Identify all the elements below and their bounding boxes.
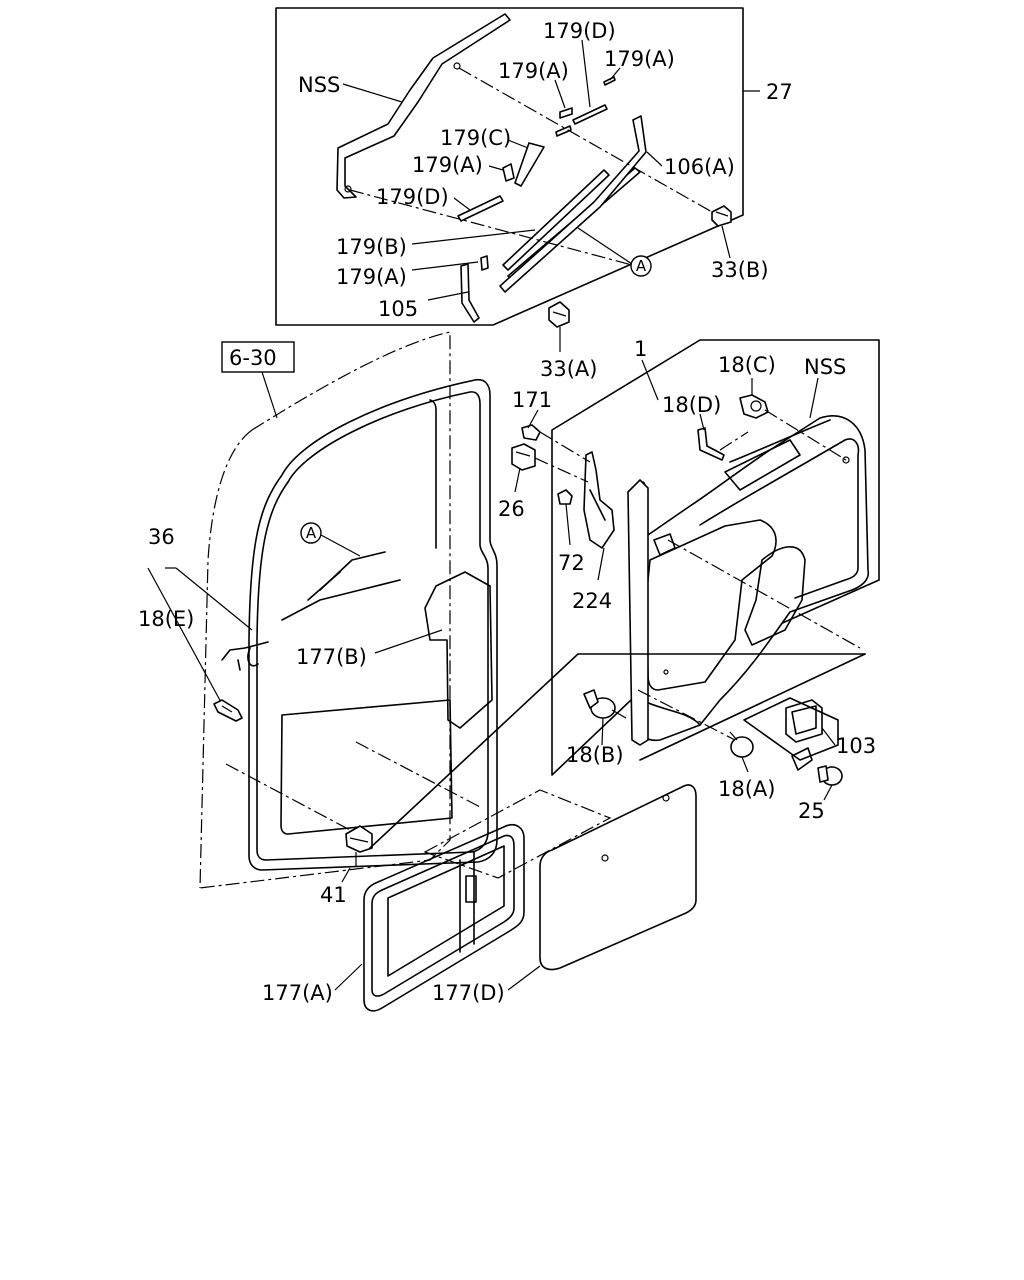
label-41: 41: [320, 883, 347, 907]
clip-171: [521, 424, 541, 441]
label-224: 224: [572, 589, 612, 613]
door-weatherstrip-frame: [248, 378, 498, 871]
label-36: 36: [148, 525, 175, 549]
label-177b: 177(B): [296, 645, 367, 669]
clip-26: [511, 443, 536, 471]
label-18a: 18(A): [718, 777, 775, 801]
clip-33a: [548, 301, 570, 328]
label-179d-mid: 179(D): [376, 185, 449, 209]
label-72: 72: [558, 551, 585, 575]
clip-33b: [711, 205, 732, 227]
door-trim-panel: [631, 415, 870, 742]
channel-106a: [499, 115, 647, 293]
ref-a-top-text: A: [636, 257, 647, 275]
label-171: 171: [512, 388, 552, 412]
label-18e: 18(E): [138, 607, 194, 631]
label-103: 103: [836, 734, 876, 758]
bottom-leaders: [334, 867, 541, 991]
top-leaders: [342, 39, 731, 352]
clip-18e: [213, 699, 243, 722]
label-nss-top: NSS: [298, 73, 340, 97]
right-leaders: [369, 377, 866, 849]
ref-box-6-30: [221, 341, 295, 373]
door-leaders: [147, 534, 483, 831]
ref-a-door-text: A: [306, 524, 317, 542]
ref-circle-a-door: A: [300, 522, 322, 544]
sheet-177d: [539, 784, 697, 971]
clip-41: [345, 825, 373, 866]
group-27-box: [275, 7, 760, 326]
label-179c: 179(C): [440, 126, 511, 150]
screw-72: [557, 489, 573, 546]
label-105: 105: [378, 297, 418, 321]
switch-103: [785, 699, 823, 771]
label-18d: 18(D): [662, 393, 721, 417]
clip-18b: [583, 689, 616, 719]
label-nss-right: NSS: [804, 355, 846, 379]
bracket-18d: [697, 427, 725, 461]
label-179a-top2: 179(A): [604, 47, 675, 71]
label-179a-top1: 179(A): [498, 59, 569, 83]
label-179a-low: 179(A): [336, 265, 407, 289]
bezel-103-box: [743, 697, 839, 761]
label-6-30: 6-30: [229, 346, 277, 370]
screw-25: [817, 765, 843, 786]
door-inner-panel: [221, 399, 493, 835]
label-177d: 177(D): [432, 981, 505, 1005]
label-18b: 18(B): [566, 743, 624, 767]
label-18c: 18(C): [718, 353, 776, 377]
label-26: 26: [498, 497, 525, 521]
label-179b: 179(B): [336, 235, 407, 259]
label-106a: 106(A): [664, 155, 735, 179]
handle-224: [583, 451, 615, 581]
label-33b: 33(B): [711, 258, 769, 282]
bracket-105: [460, 255, 489, 323]
group-1-box: [551, 339, 880, 776]
ref-circle-a-top: A: [630, 255, 652, 277]
label-33a: 33(A): [540, 357, 597, 381]
clip-18c: [739, 394, 769, 419]
garnish-near-trim: [627, 479, 649, 746]
label-1: 1: [634, 337, 647, 361]
label-27: 27: [766, 80, 793, 104]
label-25: 25: [798, 799, 825, 823]
label-179a-mid: 179(A): [412, 153, 483, 177]
weatherstrip-nss-top: [336, 13, 511, 199]
door-outline-6-30: [199, 331, 451, 889]
pin-18a: [729, 731, 754, 758]
label-177a: 177(A): [262, 981, 333, 1005]
label-179d-top: 179(D): [543, 19, 616, 43]
glass-frame-177a: [363, 823, 525, 1012]
